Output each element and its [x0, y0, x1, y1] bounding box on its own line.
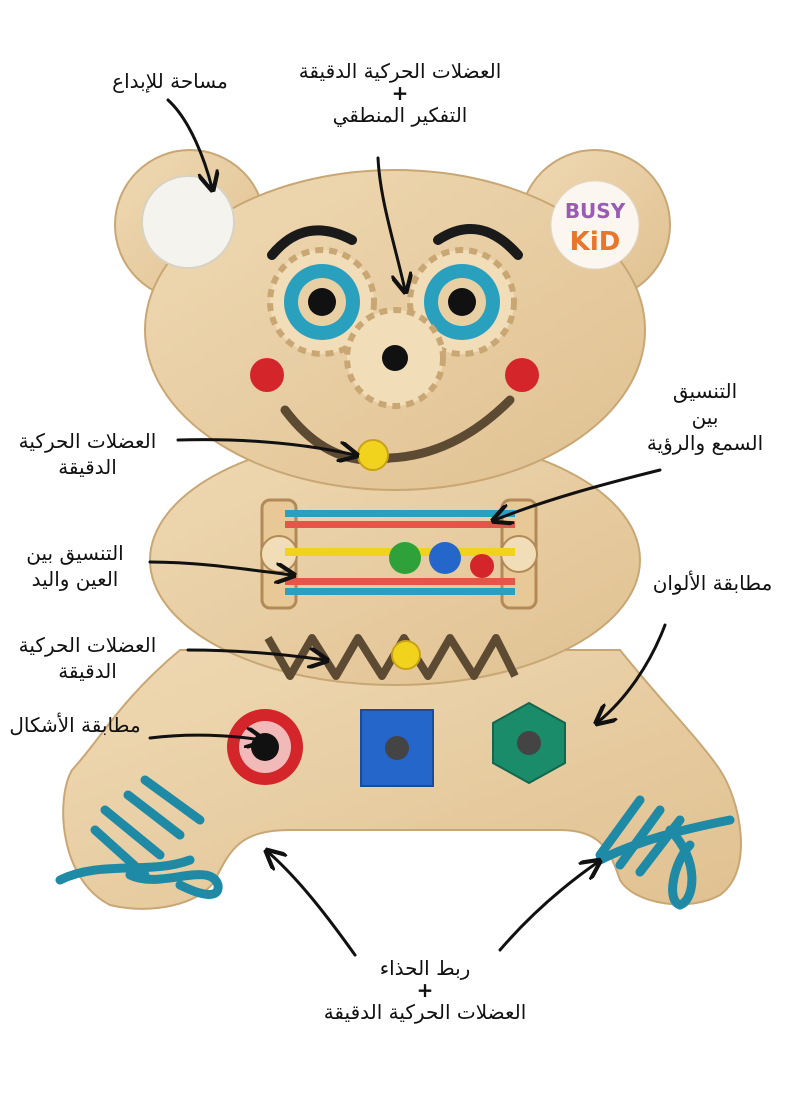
- arrow-laces-right: [498, 862, 598, 952]
- zigzag-bead[interactable]: [391, 640, 421, 670]
- lace-left[interactable]: [55, 775, 223, 899]
- arrow-laces-left: [268, 852, 357, 957]
- label-hand-eye: التنسيق بين العين واليد: [26, 541, 124, 591]
- gear-left[interactable]: [267, 247, 377, 357]
- arrow-gears: [376, 156, 405, 290]
- label-zigzag-fine-motor: العضلات الحركية الدقيقة: [18, 633, 157, 683]
- label-fine-motor-logic: العضلات الحركية الدقيقة + التفكير المنطق…: [298, 59, 502, 127]
- creativity-whiteboard[interactable]: [141, 175, 235, 269]
- logo-busy-text: BUSY: [565, 199, 626, 223]
- arrow-colors: [598, 623, 667, 722]
- arrow-mouth: [176, 438, 355, 455]
- label-shoe-tying: ربط الحذاء + العضلات الحركية الدقيقة: [323, 956, 527, 1024]
- left-eyebrow: [267, 225, 357, 260]
- shape-square-blue[interactable]: [360, 709, 434, 787]
- label-shape-matching: مطابقة الأشكال: [9, 713, 141, 737]
- label-creativity-area: مساحة للإبداع: [112, 69, 228, 93]
- annotation-arrows: [148, 98, 667, 957]
- left-cheek: [250, 358, 284, 392]
- abacus-roller[interactable]: [260, 498, 538, 610]
- arrow-zigzag: [186, 650, 325, 660]
- arrow-creativity: [166, 98, 212, 188]
- gear-nose[interactable]: [344, 307, 446, 409]
- logo-kid-text: KiD: [570, 227, 621, 257]
- smile-track: [280, 395, 515, 465]
- right-cheek: [505, 358, 539, 392]
- label-hearing-vision: التنسيق بين السمع والرؤية: [646, 379, 764, 455]
- lace-right[interactable]: [595, 795, 735, 910]
- arrow-shapes: [148, 735, 262, 740]
- arrow-hand-eye: [148, 560, 292, 575]
- smile-bead[interactable]: [357, 439, 389, 471]
- right-eyebrow: [433, 223, 523, 260]
- label-color-matching: مطابقة الألوان: [652, 571, 773, 595]
- label-mouth-fine-motor: العضلات الحركية الدقيقة: [18, 429, 157, 479]
- arrow-hearing: [495, 468, 662, 520]
- busy-kid-logo: BUSY KiD: [550, 180, 640, 270]
- shape-hexagon-green[interactable]: [492, 701, 566, 785]
- shape-circle-red[interactable]: [227, 709, 303, 785]
